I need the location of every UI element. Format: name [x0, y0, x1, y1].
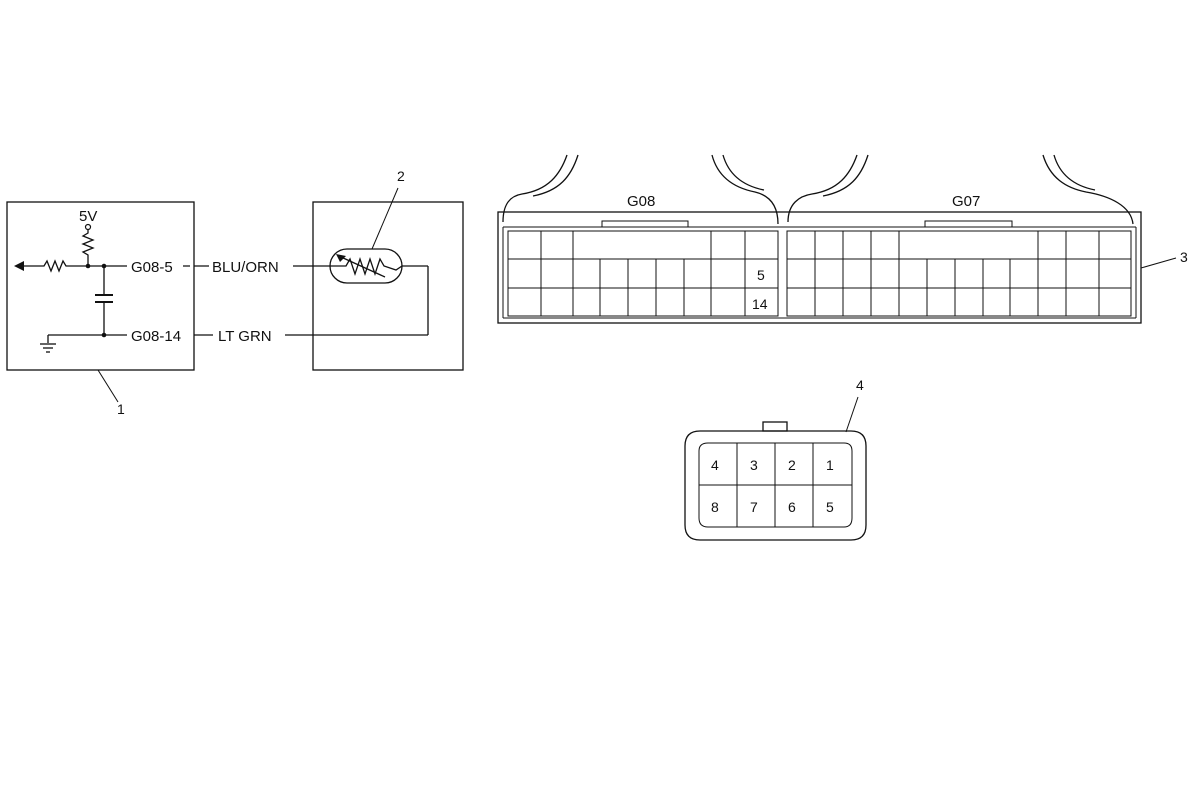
- connector-block-g07: G07: [786, 193, 1132, 317]
- ecm-terminal-signal: G08-5: [131, 259, 173, 276]
- callout-3: 3: [1180, 249, 1188, 265]
- ecm-circuit: 5V G08-5 G08-14 1: [6, 201, 195, 417]
- supply-voltage-label: 5V: [79, 208, 97, 225]
- pin-label-1: 1: [826, 457, 834, 473]
- pin-label-8: 8: [711, 499, 719, 515]
- sensor-connector-shell: [684, 430, 867, 541]
- wire-bundle-strokes: [502, 154, 1134, 225]
- harness-wires: BLU/ORN LT GRN: [194, 256, 428, 345]
- pin-label-3: 3: [750, 457, 758, 473]
- sensor: 2: [312, 168, 464, 371]
- pin-label-2: 2: [788, 457, 796, 473]
- pin-label-4: 4: [711, 457, 719, 473]
- connector-label-g07: G07: [952, 193, 980, 210]
- callout-2: 2: [397, 168, 405, 184]
- ecm-terminal-ground: G08-14: [131, 328, 181, 345]
- sensor-box: [312, 201, 464, 371]
- pin-label-6: 6: [788, 499, 796, 515]
- connector-label-g08: G08: [627, 193, 655, 210]
- wire-signal-color: BLU/ORN: [212, 259, 279, 276]
- ecm-box: [6, 201, 195, 371]
- connector-shell: [497, 211, 1142, 324]
- wire-ground-color: LT GRN: [218, 328, 272, 345]
- sensor-connector: 4 3 2 1 8 7 6 5 4: [684, 377, 867, 541]
- ground-icon: [40, 343, 56, 353]
- connector-pin-ground: 14: [752, 296, 768, 312]
- pin-label-5: 5: [826, 499, 834, 515]
- callout-1: 1: [117, 401, 125, 417]
- pull-up-resistor: 5V: [79, 208, 97, 266]
- connector-pin-signal: 5: [757, 267, 765, 283]
- ecm-capacitor: [95, 266, 113, 338]
- connector-latch: [762, 421, 788, 432]
- ecm-connector: G08 5 14: [497, 154, 1188, 324]
- connector-block-g08: G08 5 14: [507, 193, 779, 317]
- callout-4: 4: [856, 377, 864, 393]
- pin-label-7: 7: [750, 499, 758, 515]
- thermistor-icon: [336, 254, 429, 335]
